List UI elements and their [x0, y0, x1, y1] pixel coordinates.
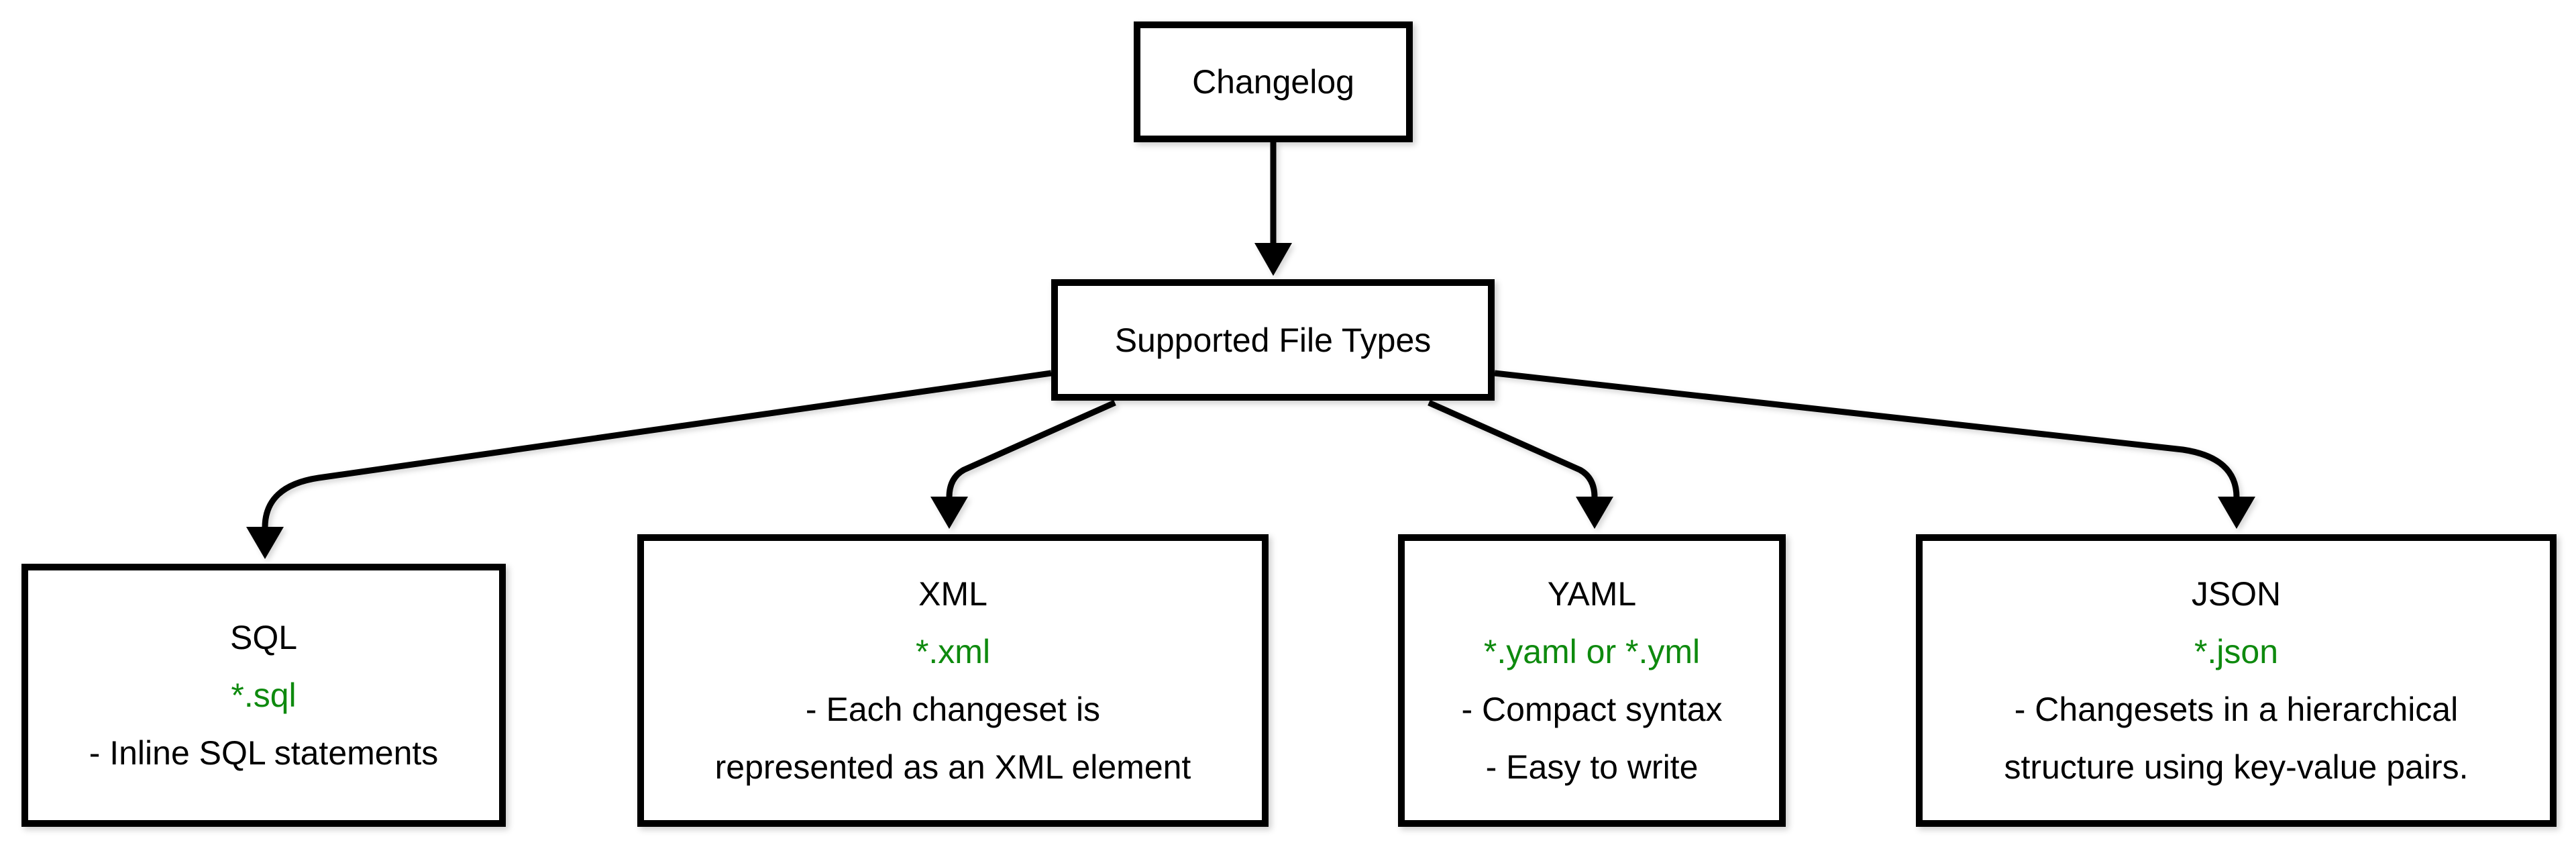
file-type-description: - Each changeset is	[805, 691, 1101, 728]
file-extension: *.yaml or *.yml	[1483, 633, 1701, 670]
node-changelog: Changelog	[1134, 21, 1413, 142]
node-sql: SQL *.sql - Inline SQL statements	[21, 564, 506, 827]
file-extension: *.sql	[231, 676, 297, 714]
file-type-title: JSON	[2191, 575, 2282, 613]
file-type-description: - Compact syntax	[1461, 691, 1723, 728]
connector-hub-to-yaml	[1428, 399, 1598, 498]
arrowhead-to-sql	[246, 527, 284, 559]
connector-hub-to-json	[1494, 370, 2240, 498]
arrowhead-to-json	[2218, 497, 2255, 529]
node-yaml: YAML *.yaml or *.yml - Compact syntax - …	[1398, 534, 1786, 827]
arrowhead-to-xml	[930, 497, 968, 529]
file-type-title: YAML	[1547, 575, 1637, 613]
file-type-description: structure using key-value pairs.	[2004, 748, 2469, 786]
file-extension: *.json	[2194, 633, 2279, 670]
file-type-description: - Easy to write	[1485, 748, 1699, 786]
arrowhead-to-yaml	[1576, 497, 1613, 529]
file-extension: *.xml	[915, 633, 991, 670]
file-type-description: - Inline SQL statements	[89, 734, 439, 772]
file-type-description: represented as an XML element	[714, 748, 1191, 786]
node-xml: XML *.xml - Each changeset is represente…	[637, 534, 1269, 827]
arrowhead-to-hub	[1254, 243, 1292, 276]
file-type-description: - Changesets in a hierarchical	[2014, 691, 2459, 728]
file-type-title: XML	[918, 575, 987, 613]
node-json: JSON *.json - Changesets in a hierarchic…	[1916, 534, 2557, 827]
file-type-title: SQL	[229, 619, 298, 656]
node-label: Supported File Types	[1114, 321, 1432, 359]
node-supported-file-types: Supported File Types	[1051, 279, 1495, 401]
connector-hub-to-xml	[946, 399, 1116, 498]
connector-hub-to-sql	[262, 370, 1052, 528]
node-label: Changelog	[1192, 63, 1354, 101]
